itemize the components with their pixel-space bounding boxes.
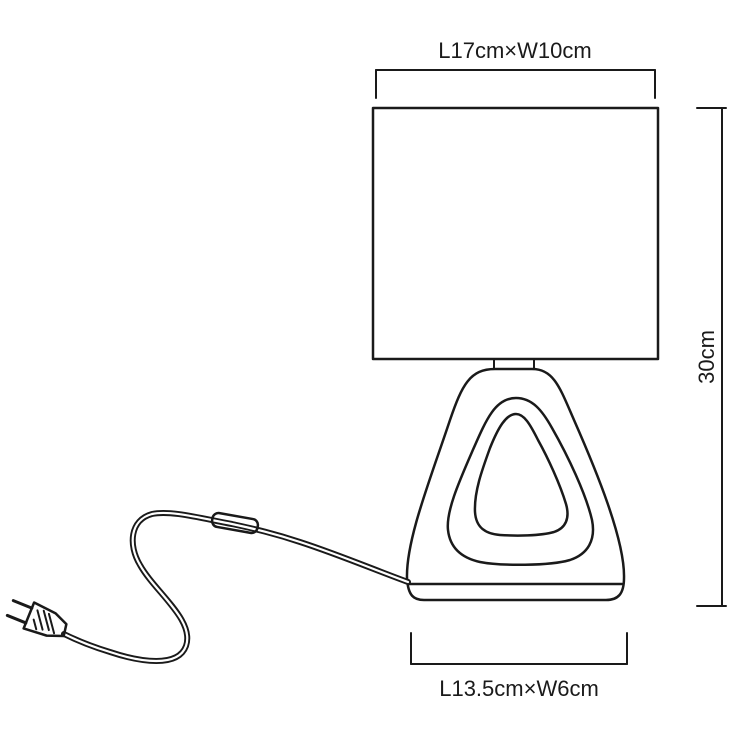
cord-inner [62, 511, 410, 663]
base-dimension-label: L13.5cm×W6cm [439, 676, 599, 701]
lamp-neck [493, 358, 535, 370]
plug-pin-top [11, 599, 34, 610]
cord-outer [61, 509, 411, 664]
shade-dimension-label: L17cm×W10cm [438, 38, 591, 63]
base-outer-outline [405, 367, 626, 602]
cord-switch [210, 511, 260, 535]
lamp-shade [371, 106, 660, 361]
plug-grip [32, 609, 56, 635]
base-cutout-outer [446, 396, 595, 567]
lamp-base [405, 367, 626, 602]
shade-width-dimension: L17cm×W10cm [375, 38, 656, 99]
height-dimension-label: 30cm [694, 330, 719, 384]
plug-icon [5, 599, 68, 638]
plug-pin-bottom [5, 613, 28, 625]
power-cord [61, 509, 411, 664]
base-cutout-inner [473, 412, 569, 537]
base-width-dimension: L13.5cm×W6cm [410, 632, 628, 701]
height-dimension: 30cm [694, 107, 727, 607]
plug-body [22, 601, 68, 638]
